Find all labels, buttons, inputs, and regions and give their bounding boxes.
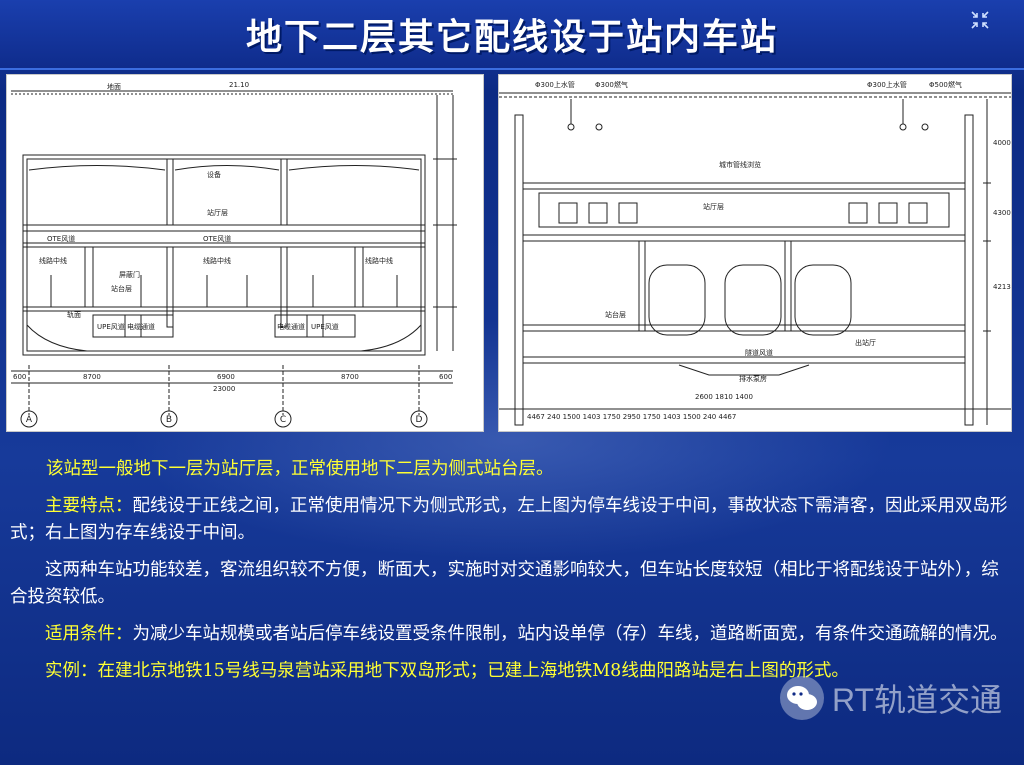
- elev-low: 4213: [993, 283, 1011, 291]
- label-pipe-gas-2: Φ500燃气: [929, 80, 962, 89]
- para-drawbacks: 这两种车站功能较差，客流组织较不方便，断面大，实施时对交通影响较大，但车站长度较…: [10, 560, 999, 607]
- label-concourse: 站厅层: [207, 208, 228, 217]
- collapse-icon[interactable]: [970, 10, 990, 30]
- para-intro: 该站型一般地下一层为站厅层，正常使用地下二层为侧式站台层。: [46, 459, 554, 479]
- dim-600-left: 600: [13, 373, 26, 381]
- label-rail: 轨面: [67, 310, 81, 319]
- dim-8700-left: 8700: [83, 373, 101, 381]
- dim-8700-right: 8700: [341, 373, 359, 381]
- features-label: 主要特点：: [45, 496, 133, 516]
- label-hall: 出站厅: [855, 338, 876, 347]
- dim-total: 23000: [213, 385, 235, 393]
- axis-d: D: [416, 415, 423, 425]
- label-pipe-gas-1: Φ300燃气: [595, 80, 628, 89]
- features-body: 配线设于正线之间，正常使用情况下为侧式形式，左上图为停车线设于中间，事故状态下需…: [10, 496, 1008, 543]
- elev-top: 4000: [993, 139, 1011, 147]
- dim-6900: 6900: [217, 373, 235, 381]
- label-concourse: 站厅层: [703, 202, 724, 211]
- label-ground: 地面: [107, 82, 121, 91]
- chat-bubble-icon: [780, 676, 824, 720]
- left-drawing-svg: 地面 21.10 站厅层 设备 OTE风道 OTE风道 线路中线 线路中线 线路…: [11, 81, 457, 428]
- label-shaft: 隧道风道: [745, 348, 773, 357]
- watermark: RT轨道交通: [778, 668, 1002, 728]
- conditions-label: 适用条件：: [45, 624, 133, 644]
- para-features: 主要特点：配线设于正线之间，正常使用情况下为侧式形式，左上图为停车线设于中间，事…: [10, 493, 1014, 547]
- label-pipe-water-1: Φ300上水管: [535, 80, 575, 89]
- label-elevation: 21.10: [229, 81, 249, 89]
- right-section-drawing: Φ300上水管 Φ300燃气 Φ300上水管 Φ500燃气 城市管线浏览 站厅层…: [498, 74, 1012, 432]
- slide-title: 地下二层其它配线设于站内车站: [245, 17, 778, 58]
- watermark-text: RT轨道交通: [832, 682, 1003, 718]
- label-track-3: 线路中线: [365, 256, 393, 265]
- label-city-pipes: 城市管线浏览: [719, 160, 761, 169]
- axis-c: C: [280, 415, 286, 425]
- dim-600-right: 600: [439, 373, 452, 381]
- dims-main: 4467 240 1500 1403 1750 2950 1750 1403 1…: [527, 413, 736, 421]
- label-equipment: 设备: [207, 170, 221, 179]
- label-track-1: 线路中线: [39, 256, 67, 265]
- label-ote-1: OTE风道: [47, 234, 75, 243]
- label-cable-1: 电缆通道: [127, 322, 155, 331]
- dims-bottom: 2600 1810 1400: [695, 393, 753, 401]
- label-ote-2: OTE风道: [203, 234, 231, 243]
- label-platform-floor: 站台层: [111, 284, 132, 293]
- elev-mid: 4300: [993, 209, 1011, 217]
- conditions-body: 为减少车站规模或者站后停车线设置受条件限制，站内设单停（存）车线，道路断面宽，有…: [132, 624, 1008, 644]
- axis-b: B: [166, 415, 172, 425]
- label-upe-2: UPE风道: [311, 322, 339, 331]
- label-track-2: 线路中线: [203, 256, 231, 265]
- label-pump: 排水泵房: [739, 374, 767, 383]
- axis-a: A: [26, 415, 33, 425]
- label-platform: 站台层: [605, 310, 626, 319]
- title-bar: 地下二层其它配线设于站内车站: [0, 0, 1024, 70]
- label-cable-2: 电缆通道: [277, 322, 305, 331]
- label-pipe-water-2: Φ300上水管: [867, 80, 907, 89]
- left-section-drawing: 地面 21.10 站厅层 设备 OTE风道 OTE风道 线路中线 线路中线 线路…: [6, 74, 484, 432]
- right-drawing-svg: Φ300上水管 Φ300燃气 Φ300上水管 Φ500燃气 城市管线浏览 站厅层…: [499, 80, 1011, 426]
- para-conditions: 适用条件：为减少车站规模或者站后停车线设置受条件限制，站内设单停（存）车线，道路…: [10, 621, 1014, 648]
- label-upe-1: UPE风道: [97, 322, 125, 331]
- label-screen-door: 屏蔽门: [119, 270, 140, 279]
- description-text: 该站型一般地下一层为站厅层，正常使用地下二层为侧式站台层。 主要特点：配线设于正…: [10, 452, 1014, 757]
- para-example: 实例：在建北京地铁15号线马泉营站采用地下双岛形式；已建上海地铁M8线曲阳路站是…: [45, 661, 849, 681]
